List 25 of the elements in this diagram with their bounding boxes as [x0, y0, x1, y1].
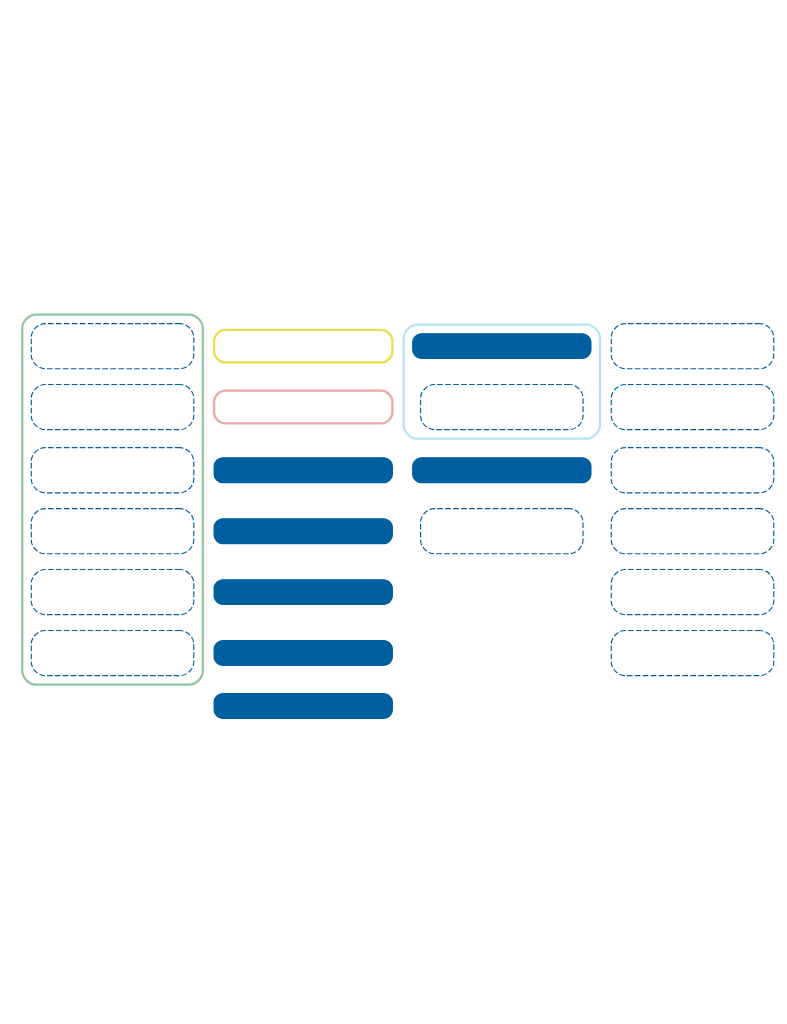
cluster: [402, 323, 602, 440]
node-box: [30, 323, 195, 370]
node-box: [610, 569, 775, 616]
node-box: [610, 383, 775, 431]
node-box: [212, 389, 394, 425]
node-bar: [213, 518, 393, 545]
node-box: [420, 383, 584, 431]
node-box: [610, 447, 775, 494]
node-box: [610, 323, 775, 370]
node-bar: [213, 457, 393, 484]
node-bar: [213, 693, 393, 720]
node-box: [212, 328, 394, 364]
node-box: [30, 629, 195, 677]
node-bar: [412, 333, 592, 360]
node-bar: [412, 457, 592, 484]
node-box: [30, 383, 195, 431]
node-box: [610, 629, 775, 677]
node-box: [610, 508, 775, 555]
node-bar: [213, 579, 393, 606]
node-box: [30, 447, 195, 494]
node-box: [30, 508, 195, 555]
node-box: [30, 569, 195, 616]
node-box: [420, 508, 584, 555]
node-bar: [213, 640, 393, 666]
cluster: [21, 313, 204, 686]
